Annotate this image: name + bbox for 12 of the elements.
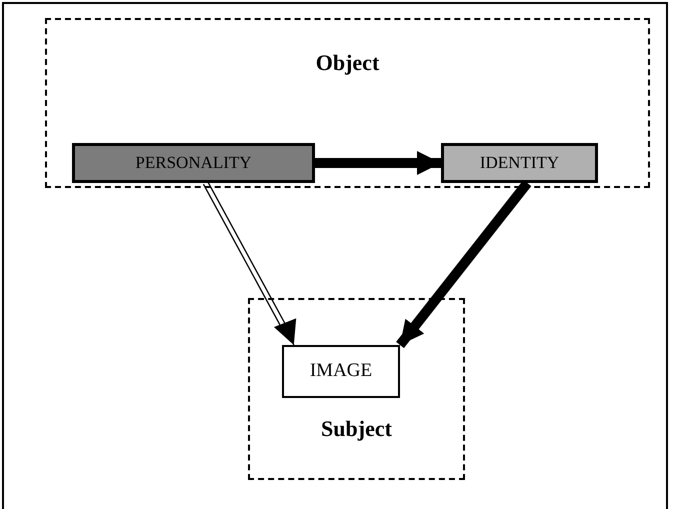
process-box — [441, 143, 598, 183]
box-label: PERSONALITY — [134, 152, 253, 174]
process-box — [282, 345, 400, 398]
group-heading: Subject — [320, 418, 393, 440]
process-box — [72, 143, 315, 183]
dashed-group-box — [45, 18, 650, 188]
arrow — [202, 181, 296, 346]
arrow — [315, 151, 441, 175]
group-heading: Object — [314, 52, 380, 74]
box-label: IDENTITY — [478, 152, 560, 174]
box-label: IMAGE — [308, 360, 374, 382]
dashed-group-box — [248, 298, 465, 480]
